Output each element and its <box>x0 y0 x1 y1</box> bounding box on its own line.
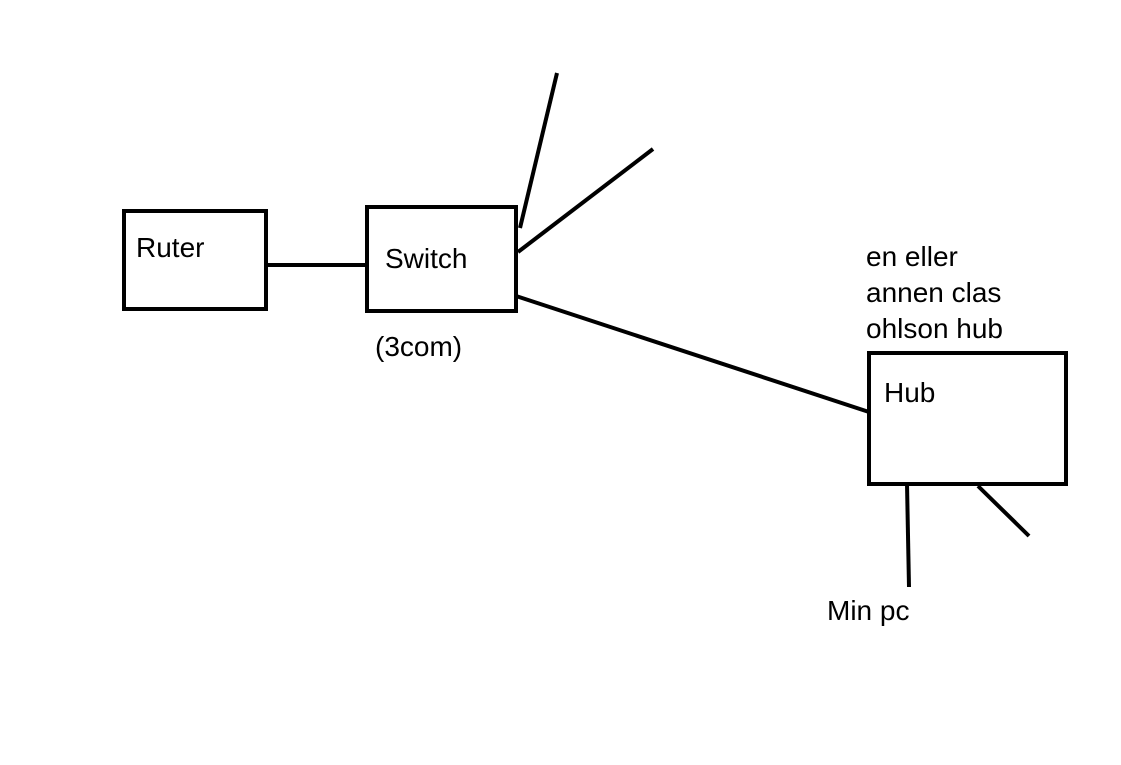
router-box <box>122 209 268 311</box>
link-switch-unlabeled-2 <box>516 147 655 254</box>
switch-label: Switch <box>385 243 468 274</box>
link-switch-hub <box>515 294 870 414</box>
hub-note-line-3: ohlson hub <box>866 313 1004 344</box>
hub-note: en eller annen clas ohlson hub <box>866 239 1003 347</box>
switch-box <box>365 205 518 313</box>
link-hub-unlabeled-3 <box>976 484 1031 538</box>
router-label: Ruter <box>136 232 205 263</box>
switch-model-label: (3com) <box>375 331 463 362</box>
hub-box <box>867 351 1068 486</box>
link-switch-unlabeled-1 <box>518 72 559 229</box>
hub-note-line-1: en eller <box>866 241 958 272</box>
hub-label: Hub <box>884 377 936 408</box>
link-hub-my-pc <box>905 483 911 588</box>
my-pc-label: Min pc <box>827 595 910 626</box>
hub-note-line-2: annen clas <box>866 277 1002 308</box>
